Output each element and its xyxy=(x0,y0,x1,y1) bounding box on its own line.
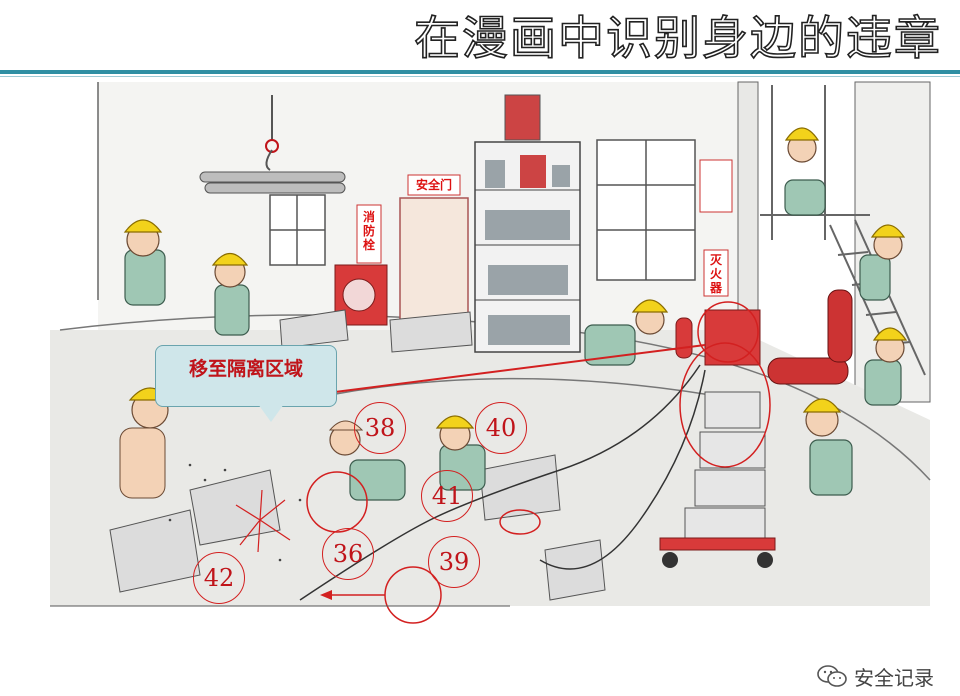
violation-marker-40: 40 xyxy=(475,402,527,454)
violation-marker-39: 39 xyxy=(428,536,480,588)
fire-extinguisher-sign: 灭 火 器 xyxy=(709,253,722,295)
wechat-icon xyxy=(817,665,847,687)
slide-title: 在漫画中识别身边的违章 xyxy=(413,10,942,66)
title-rule xyxy=(0,70,960,74)
violation-marker-41: 41 xyxy=(421,470,473,522)
footer-watermark: 安全记录 xyxy=(816,662,934,690)
footer-text: 安全记录 xyxy=(854,665,934,690)
safety-door-sign: 安全门 xyxy=(415,178,452,192)
callout-bubble: 移至隔离区域 xyxy=(155,345,337,407)
violation-marker-36: 36 xyxy=(322,528,374,580)
title-rule-thin xyxy=(0,76,960,77)
violation-marker-42: 42 xyxy=(193,552,245,604)
workers xyxy=(119,127,908,501)
callout-tail xyxy=(258,404,284,422)
callout-text: 移至隔离区域 xyxy=(188,358,303,380)
fire-hydrant-sign: 消 防 栓 xyxy=(362,210,375,252)
violation-marker-38: 38 xyxy=(354,402,406,454)
